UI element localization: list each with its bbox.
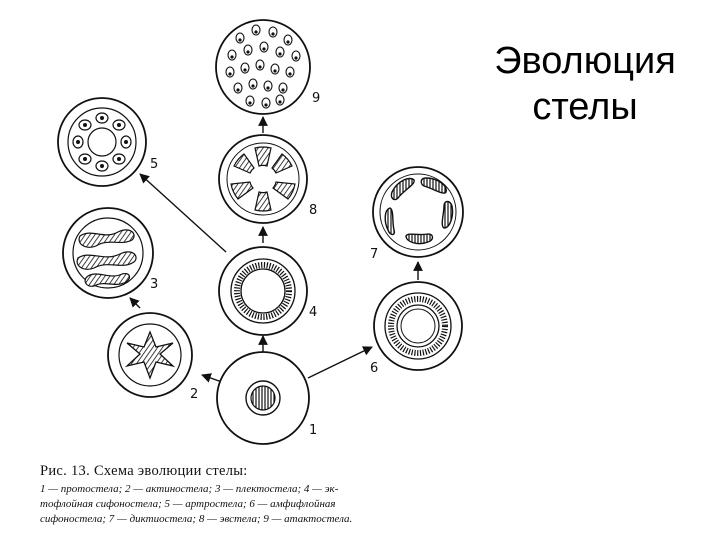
stage-5-arthrostele: 5 (57, 97, 158, 187)
stage-1-protostele: 1 (216, 351, 317, 445)
arrows (129, 116, 423, 383)
caption-title: Рис. 13. Схема эволюции стелы: (40, 463, 248, 479)
stage-7-dictyostele: 7 (370, 166, 464, 262)
caption-line-1: 1 — протостела; 2 — актиностела; 3 — пле… (40, 483, 339, 495)
stage-2-label: 2 (190, 387, 198, 402)
title-line-1: Эволюция (494, 40, 676, 82)
stage-4-label: 4 (309, 305, 317, 320)
stage-8-label: 8 (309, 203, 317, 218)
title-line-2: стелы (532, 86, 638, 128)
stage-2-actinostele: 2 (107, 312, 198, 402)
caption-line-2: тофлойная сифоностела; 5 — артростела; 6… (40, 498, 336, 510)
arrow-2-to-3 (129, 297, 141, 309)
figure-caption: Рис. 13. Схема эволюции стелы: 1 — прото… (40, 463, 480, 527)
stage-6-amphiphloic-siphonostele: 6 (370, 281, 463, 376)
stage-9-atactostele: 9 (215, 19, 320, 115)
stage-3-plectostele: 3 (62, 207, 158, 299)
arrow-4-to-5 (139, 173, 227, 253)
stage-6-label: 6 (370, 361, 378, 376)
stage-9-label: 9 (312, 91, 320, 106)
stage-1-label: 1 (309, 423, 317, 438)
slide-title: Эволюция стелы (470, 38, 700, 130)
stage-7-label: 7 (370, 247, 378, 262)
stele-evolution-diagram: 1 2 3 4 (57, 19, 464, 445)
caption-line-3: сифоностела; 7 — диктиостела; 8 — эвстел… (40, 513, 353, 525)
stage-3-label: 3 (150, 277, 158, 292)
stage-5-label: 5 (150, 157, 158, 172)
arrow-1-to-2 (201, 373, 223, 383)
stage-4-ectophloic-siphonostele: 4 (218, 246, 317, 336)
stage-8-eustele: 8 (218, 134, 317, 224)
arrow-1-to-6 (307, 346, 373, 379)
